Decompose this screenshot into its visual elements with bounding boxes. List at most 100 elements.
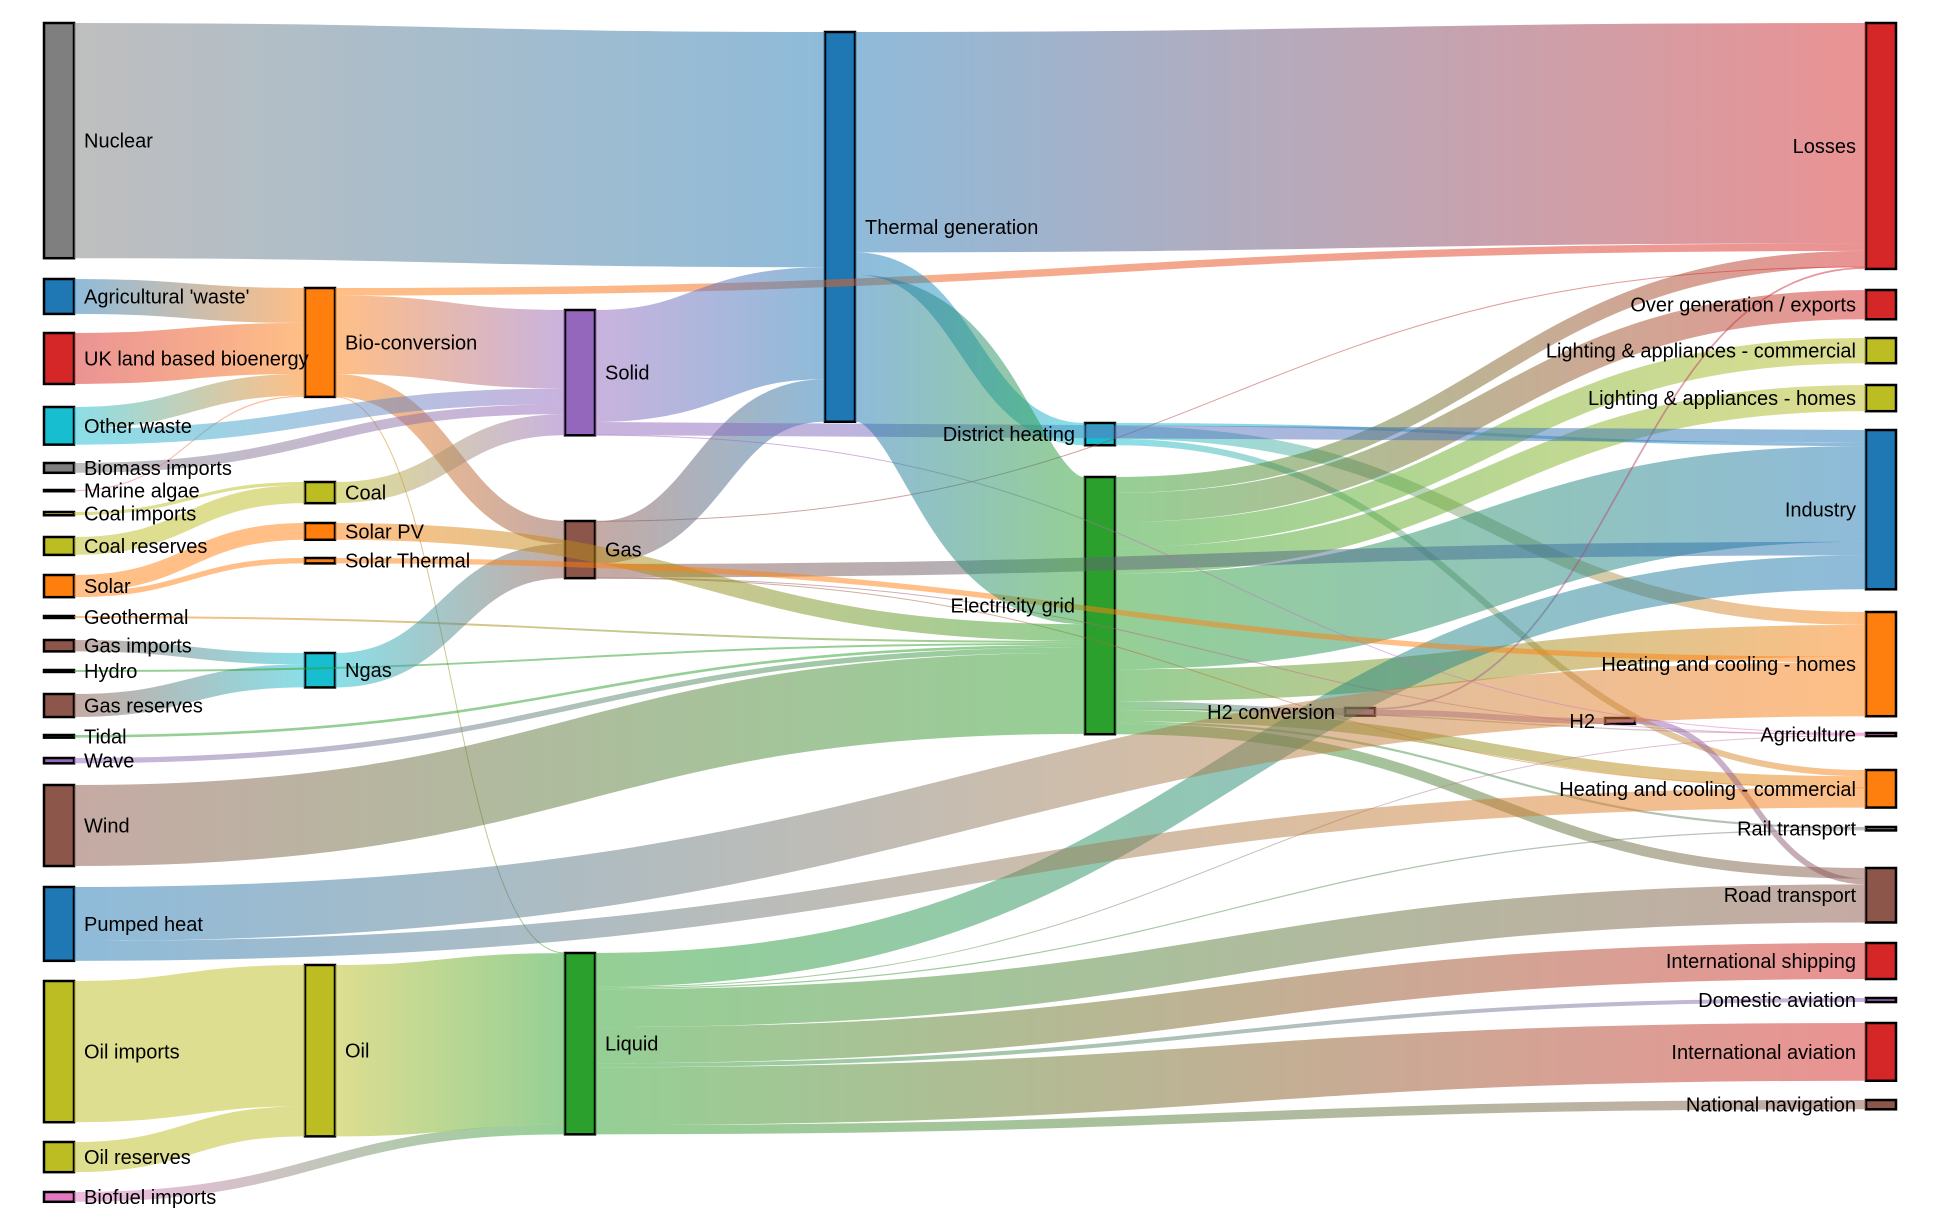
label-bio-conversion: Bio-conversion	[345, 332, 477, 354]
node-gas-reserves[interactable]	[42, 692, 76, 719]
node-solar-pv[interactable]	[303, 521, 337, 542]
node-pumped-heat[interactable]	[42, 885, 76, 963]
label-marine-algae: Marine algae	[84, 481, 200, 503]
link-other-waste-to-solid	[73, 388, 566, 445]
link-bio-conversion-to-solid	[334, 295, 566, 389]
node-hydro[interactable]	[42, 668, 76, 674]
node-gas-imports[interactable]	[42, 638, 76, 653]
link-solid-to-agriculture	[594, 434, 1867, 734]
label-national-navigation: National navigation	[1686, 1095, 1856, 1117]
label-agricultural-waste: Agricultural 'waste'	[84, 286, 249, 308]
link-uk-land-based-bioenergy-to-bio-conversion	[73, 322, 306, 384]
label-solar: Solar	[84, 576, 131, 598]
link-gas-to-losses	[594, 266, 1867, 522]
node-losses[interactable]	[1864, 21, 1898, 271]
link-biomass-imports-to-solid	[73, 404, 566, 473]
node-marine-algae[interactable]	[42, 488, 76, 493]
node-liquid[interactable]	[563, 951, 597, 1136]
label-oil: Oil	[345, 1041, 369, 1063]
label-solar-thermal: Solar Thermal	[345, 551, 470, 573]
node-lighting-appliances-commercial[interactable]	[1864, 336, 1898, 365]
label-agriculture: Agriculture	[1760, 725, 1856, 747]
link-other-waste-to-bio-conversion	[73, 373, 306, 429]
node-wind[interactable]	[42, 783, 76, 868]
node-oil[interactable]	[303, 963, 337, 1138]
node-heating-and-cooling-homes[interactable]	[1864, 610, 1898, 718]
node-coal[interactable]	[303, 480, 337, 505]
node-other-waste[interactable]	[42, 405, 76, 446]
label-lighting-appliances-homes: Lighting & appliances - homes	[1588, 388, 1856, 410]
node-agricultural-waste[interactable]	[42, 277, 76, 316]
node-geothermal[interactable]	[42, 614, 76, 620]
node-lighting-appliances-homes[interactable]	[1864, 383, 1898, 413]
label-electricity-grid: Electricity grid	[951, 596, 1075, 618]
node-electricity-grid[interactable]	[1083, 475, 1117, 736]
node-ngas[interactable]	[303, 651, 337, 689]
node-biofuel-imports[interactable]	[42, 1190, 76, 1204]
label-district-heating: District heating	[943, 424, 1075, 446]
label-uk-land-based-bioenergy: UK land based bioenergy	[84, 348, 309, 370]
link-pumped-heat-to-heating-and-cooling-homes	[73, 662, 1867, 942]
link-coal-to-solid	[334, 414, 566, 504]
node-rail-transport[interactable]	[1864, 825, 1898, 832]
node-uk-land-based-bioenergy[interactable]	[42, 331, 76, 386]
label-other-waste: Other waste	[84, 416, 192, 438]
link-biofuel-imports-to-liquid	[73, 1124, 566, 1202]
link-liquid-to-industry	[594, 555, 1867, 987]
node-nuclear[interactable]	[42, 21, 76, 260]
node-tidal[interactable]	[42, 733, 76, 739]
label-pumped-heat: Pumped heat	[84, 914, 203, 936]
link-liquid-to-road-transport	[594, 884, 1867, 1028]
node-heating-and-cooling-commercial[interactable]	[1864, 768, 1898, 809]
label-international-shipping: International shipping	[1666, 951, 1856, 973]
link-agricultural-waste-to-bio-conversion	[73, 278, 306, 323]
link-solid-to-industry	[594, 422, 1867, 444]
link-solar-to-solar-thermal	[73, 558, 306, 598]
node-biomass-imports[interactable]	[42, 461, 76, 475]
node-national-navigation[interactable]	[1864, 1098, 1898, 1111]
label-oil-imports: Oil imports	[84, 1042, 180, 1064]
label-h2: H2	[1569, 711, 1595, 733]
node-industry[interactable]	[1864, 428, 1898, 591]
label-solid: Solid	[605, 363, 649, 385]
link-liquid-to-international-aviation	[594, 1023, 1867, 1126]
label-h2-conversion: H2 conversion	[1207, 702, 1335, 724]
link-solar-to-solar-pv	[73, 522, 306, 592]
node-solid[interactable]	[563, 308, 597, 437]
link-oil-reserves-to-oil	[73, 1106, 306, 1173]
node-international-aviation[interactable]	[1864, 1021, 1898, 1083]
label-lighting-appliances-commercial: Lighting & appliances - commercial	[1546, 341, 1856, 363]
node-wave[interactable]	[42, 756, 76, 765]
node-oil-imports[interactable]	[42, 979, 76, 1124]
node-road-transport[interactable]	[1864, 866, 1898, 924]
link-electricity-grid-to-heating-and-cooling-homes	[1114, 624, 1867, 702]
node-agriculture[interactable]	[1864, 731, 1898, 738]
node-bio-conversion[interactable]	[303, 286, 337, 399]
node-domestic-aviation[interactable]	[1864, 996, 1898, 1004]
node-thermal-generation[interactable]	[823, 30, 857, 424]
label-coal-reserves: Coal reserves	[84, 536, 207, 558]
link-liquid-to-national-navigation	[594, 1099, 1867, 1135]
label-coal-imports: Coal imports	[84, 504, 196, 526]
label-wave: Wave	[84, 751, 134, 773]
label-rail-transport: Rail transport	[1737, 819, 1856, 841]
node-coal-imports[interactable]	[42, 510, 76, 517]
link-gas-reserves-to-ngas	[73, 664, 306, 718]
link-wave-to-electricity-grid	[73, 647, 1086, 764]
node-coal-reserves[interactable]	[42, 535, 76, 557]
node-solar-thermal[interactable]	[303, 556, 337, 565]
label-domestic-aviation: Domestic aviation	[1698, 990, 1856, 1012]
link-coal-reserves-to-coal	[73, 485, 306, 555]
node-international-shipping[interactable]	[1864, 941, 1898, 981]
link-oil-imports-to-oil	[73, 965, 306, 1123]
link-pumped-heat-to-heating-and-cooling-commercial	[73, 787, 1867, 961]
node-solar[interactable]	[42, 573, 76, 599]
link-solar-thermal-to-heating-and-cooling-homes	[334, 558, 1867, 663]
label-geothermal: Geothermal	[84, 607, 189, 629]
node-over-generation-exports[interactable]	[1864, 288, 1898, 321]
node-oil-reserves[interactable]	[42, 1140, 76, 1174]
label-gas-reserves: Gas reserves	[84, 696, 203, 718]
